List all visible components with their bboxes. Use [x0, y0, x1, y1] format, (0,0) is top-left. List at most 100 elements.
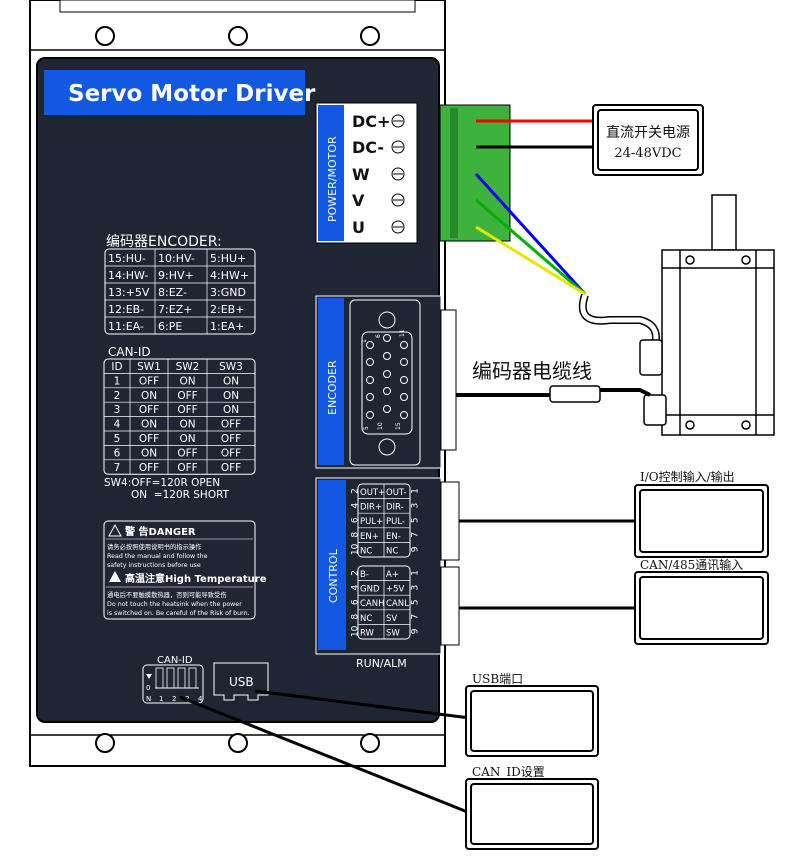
- db-pin: [366, 393, 374, 401]
- control-pin-top: OUT-: [386, 488, 406, 498]
- callout-label-io: I/O控制输入/输出: [640, 469, 735, 484]
- can-cell: OFF: [221, 419, 241, 431]
- control-pin-bottom: GND: [360, 585, 380, 595]
- inner-frame: [470, 690, 594, 752]
- can-cell: OFF: [177, 462, 197, 474]
- can-cell: OFF: [139, 462, 159, 474]
- control-pin-top: OUT+: [360, 488, 385, 498]
- callout-box-can485: [634, 571, 769, 645]
- can-cell: OFF: [139, 433, 159, 445]
- db-pin-label: 15: [395, 422, 402, 430]
- sw4-line2: ON =120R SHORT: [131, 489, 230, 501]
- can-cell: 1: [114, 375, 121, 387]
- encoder-pin-cell: 13:+5V: [108, 286, 150, 299]
- pin-number: 10: [351, 543, 361, 555]
- db-pin: [400, 358, 408, 366]
- pin-number: 6: [351, 517, 361, 523]
- inner-frame: [470, 783, 594, 845]
- can-cell: 5: [114, 433, 121, 445]
- db-pin-label: 10: [377, 422, 384, 430]
- danger-cn: 请务必按照使用说明书的指示操作: [107, 542, 202, 551]
- usb-port[interactable]: USB: [213, 662, 269, 701]
- terminal-label-1: DC-: [352, 138, 384, 157]
- encoder-pin-cell: 15:HU-: [108, 252, 146, 265]
- run-alm-label: RUN/ALM: [356, 657, 407, 670]
- encoder-pin-cell: 12:EB-: [108, 303, 144, 316]
- encoder-pin-cell: 14:HW-: [108, 269, 148, 282]
- callout-label-canid: CAN_ID设置: [472, 765, 545, 779]
- can-cell: OFF: [221, 447, 241, 459]
- pin-number: 4: [351, 584, 361, 590]
- servo-motor: [578, 194, 775, 436]
- pin-number: 7: [411, 532, 421, 538]
- pin-number: 7: [411, 614, 421, 620]
- can-cell: OFF: [221, 462, 241, 474]
- encoder-pin-cell: 10:HV-: [158, 252, 195, 265]
- can-header-cell: SW3: [219, 361, 243, 373]
- can-cell: OFF: [177, 447, 197, 459]
- db-pin: [366, 341, 374, 349]
- can-cell: ON: [141, 447, 157, 459]
- inner-frame: [639, 576, 764, 640]
- control-pin-top: NC: [386, 546, 398, 556]
- power-supply-box: 直流开关电源 24-48VDC: [592, 104, 704, 176]
- encoder-pin-cell: 8:EZ-: [158, 286, 187, 299]
- encoder-pin-cell: 6:PE: [158, 320, 182, 333]
- control-pin-bottom: B-: [360, 570, 369, 580]
- can-cell: ON: [179, 419, 195, 431]
- can-cell: ON: [223, 390, 239, 402]
- encoder-pin-cell: 7:EZ+: [158, 303, 192, 316]
- pin-number: 9: [411, 628, 421, 634]
- pin-number: 1: [411, 570, 421, 576]
- control-pin-top: NC: [360, 546, 372, 556]
- encoder-pin-cell: 3:GND: [210, 286, 246, 299]
- pin-number: 2: [351, 570, 361, 576]
- encoder-pin-cell: 5:HU+: [210, 252, 246, 265]
- warning-triangle-icon: [108, 523, 122, 537]
- temp-en2: is switched on. Be careful of the Risk o…: [107, 610, 250, 617]
- temp-en1: Do not touch the heatsink when the power: [107, 601, 242, 608]
- control-pin-top: DIR-: [386, 503, 404, 513]
- pin-number: 3: [411, 585, 421, 591]
- can-cell: OFF: [177, 390, 197, 402]
- terminal-label-0: DC+: [352, 112, 390, 131]
- control-pin-bottom: A+: [386, 570, 399, 580]
- db-pin: [383, 334, 391, 342]
- can-cell: ON: [141, 419, 157, 431]
- callout-label-usb: USB端口: [472, 672, 523, 686]
- encoder-cable: [445, 385, 651, 403]
- terminal-label-3: V: [352, 191, 365, 210]
- can-header-cell: SW2: [176, 361, 200, 373]
- encoder-cable-label: 编码器电缆线: [472, 359, 592, 383]
- can-cell: 6: [114, 447, 121, 459]
- dip-heading: CAN-ID: [157, 655, 193, 666]
- supply-voltage: 24-48VDC: [614, 146, 681, 161]
- db-pin: [400, 376, 408, 384]
- db-pin-label: 1: [361, 339, 368, 343]
- can-cell: ON: [223, 404, 239, 416]
- callout-label-can485: CAN/485通讯输入: [640, 557, 743, 572]
- db-pin: [383, 405, 391, 413]
- dip-number: 4: [198, 695, 203, 703]
- encoder-pin-cell: 1:EA+: [210, 320, 244, 333]
- supply-label: 直流开关电源: [606, 124, 690, 141]
- db-pin: [400, 411, 408, 419]
- danger-title: 警 告DANGER: [124, 525, 196, 538]
- terminal-label-4: U: [352, 218, 365, 237]
- pin-number: 2: [351, 488, 361, 494]
- encoder-pin-table: 15:HU- 10:HV- 5:HU+ 14:HW- 9:HV+ 4:HW+ 13:+5V 8…: [104, 248, 256, 335]
- can-cell: OFF: [177, 404, 197, 416]
- can-cell: 7: [114, 462, 121, 474]
- encoder-pin-cell: 4:HW+: [210, 269, 249, 282]
- callout-box-io: [634, 484, 769, 558]
- pin-number: 8: [351, 614, 361, 620]
- temp-cn: 通电后不要触摸散热器，否则可能导致受伤: [107, 590, 227, 599]
- callout-box-usb: [465, 685, 599, 757]
- driver-title: Servo Motor Driver: [68, 81, 316, 107]
- wire-w: [474, 172, 587, 296]
- control-pin-top: PUL-: [386, 517, 405, 527]
- encoder-pin-cell: 9:HV+: [158, 269, 194, 282]
- terminal-label-2: W: [352, 165, 370, 184]
